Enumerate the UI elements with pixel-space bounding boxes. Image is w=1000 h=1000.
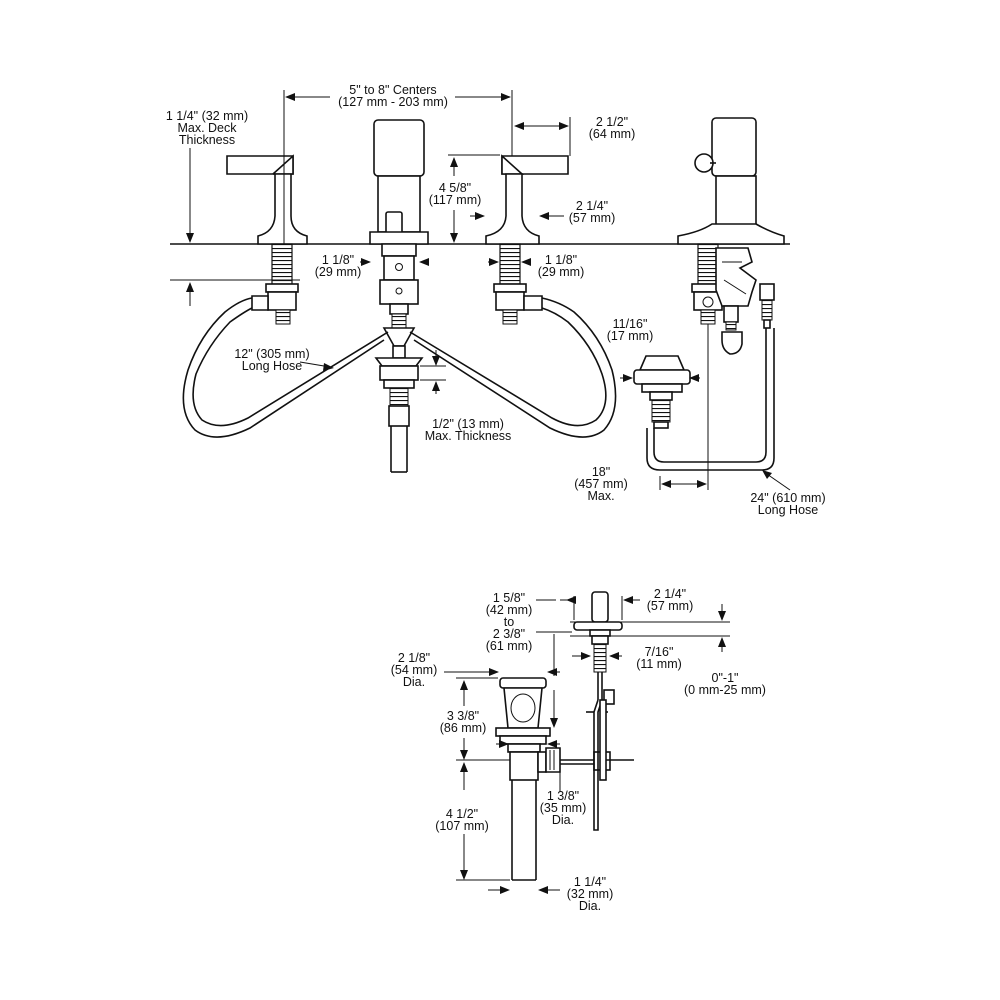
hose-24-label: 24" (610 mm)Long Hose <box>750 491 826 517</box>
drain-body-label: 3 3/8"(86 mm) <box>439 709 487 735</box>
hose-12-left <box>182 297 389 438</box>
side-spray-base <box>633 355 691 429</box>
tailpiece-length-label: 4 1/2"(107 mm) <box>435 807 489 833</box>
hose-24 <box>646 328 775 471</box>
deck-range-label: 0"-1"(0 mm-25 mm) <box>684 671 766 697</box>
tailpiece-dia-label: 1 1/4"(32 mm)Dia. <box>566 875 614 913</box>
center-spout <box>369 119 429 473</box>
rod-hole-label: 7/16"(11 mm) <box>636 645 682 671</box>
side-unit <box>677 117 785 355</box>
hose-12-label: 12" (305 mm)Long Hose <box>234 347 310 373</box>
left-handle-valve <box>226 154 308 325</box>
centers-label: 5" to 8" Centers(127 mm - 203 mm) <box>338 83 448 109</box>
handle-base-label: 2 1/4"(57 mm) <box>568 199 616 225</box>
drain-assembly <box>495 677 611 881</box>
pivot-port-label: 1 3/8"(35 mm)Dia. <box>539 789 587 827</box>
hose-12-right <box>409 297 617 438</box>
nut-11-16-label: 11/16"(17 mm) <box>606 317 654 343</box>
lift-knob-label: 2 1/4"(57 mm) <box>646 587 694 613</box>
shank-left-label: 1 1/8"(29 mm) <box>314 253 362 279</box>
thickness-half-label: 1/2" (13 mm)Max. Thickness <box>424 417 512 443</box>
drain-flange-label: 2 1/8"(54 mm)Dia. <box>390 651 438 689</box>
shank-right-label: 1 1/8"(29 mm) <box>537 253 585 279</box>
handle-height-label: 4 5/8"(117 mm) <box>428 181 482 207</box>
right-handle-valve <box>485 154 569 325</box>
reach-18-label: 18"(457 mm)Max. <box>574 465 628 503</box>
handle-offset-label: 2 1/2"(64 mm) <box>588 115 636 141</box>
